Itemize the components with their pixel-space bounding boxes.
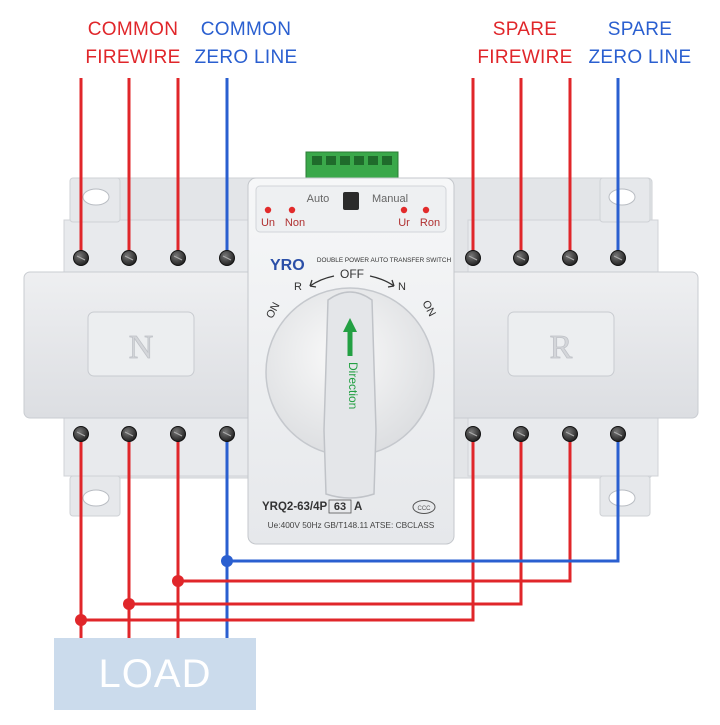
indicator-un-label: Un [261, 217, 275, 229]
load-box: LOAD [54, 638, 256, 710]
wire-bus-4 [227, 434, 620, 563]
model-label: YRQ2-63/4P [262, 501, 328, 513]
wire-bus-1 [81, 434, 475, 622]
terminal-screw-spare-top-4 [610, 250, 626, 266]
label-common-firewire: COMMON FIREWIRE [78, 16, 188, 72]
terminal-screw-common-bottom-3 [170, 426, 186, 442]
terminal-screw-spare-top-2 [513, 250, 529, 266]
wire-bus-2 [129, 434, 523, 606]
rating-unit: A [354, 501, 362, 513]
terminal-screw-common-top-4 [219, 250, 235, 266]
terminal-screw-common-bottom-2 [121, 426, 137, 442]
terminal-screw-spare-bottom-2 [513, 426, 529, 442]
mode-selector-switch[interactable] [343, 192, 359, 210]
label-spare-zero-line: SPARE ZERO LINE [582, 16, 698, 72]
dial-r-label: R [294, 281, 302, 293]
terminal-screws [73, 250, 626, 442]
terminal-screw-spare-top-1 [465, 250, 481, 266]
svg-text:CCC: CCC [418, 506, 432, 512]
spec-label: Ue:400V 50Hz GB/T148.11 ATSE: CBCLASS [268, 520, 435, 530]
load-label: LOAD [98, 651, 212, 696]
dial-n-label: N [398, 281, 406, 293]
mode-auto-label: Auto [307, 193, 330, 205]
wire-junctions [75, 555, 233, 626]
wiring [79, 78, 620, 640]
terminal-screw-spare-bottom-4 [610, 426, 626, 442]
brand-logo: YRO [270, 257, 305, 274]
label-spare-firewire-line2: FIREWIRE [477, 47, 573, 68]
side-panel-right [507, 311, 615, 377]
rotary-handle[interactable] [323, 291, 377, 499]
indicator-ron-label: Ron [420, 217, 440, 229]
side-panel-left [87, 311, 195, 377]
terminal-screw-common-top-1 [73, 250, 89, 266]
transfer-switch-body: N R Auto Manual [23, 151, 699, 545]
label-common-firewire-line1: COMMON [87, 19, 179, 40]
label-spare-firewire: SPARE FIREWIRE [470, 16, 580, 72]
rating-box [328, 499, 352, 514]
rating-value: 63 [334, 501, 346, 513]
junction-dot-4 [221, 555, 233, 567]
dial-off-label: OFF [340, 267, 364, 281]
label-spare-zero-line-line1: SPARE [607, 19, 673, 40]
label-spare-zero-line-line2: ZERO LINE [588, 47, 692, 68]
label-common-firewire-line2: FIREWIRE [85, 47, 181, 68]
cert-mark-icon: CCC [412, 500, 436, 514]
label-spare-firewire-line1: SPARE [492, 19, 558, 40]
terminal-screw-common-top-3 [170, 250, 186, 266]
wire-bus-3 [178, 434, 572, 583]
device-title: DOUBLE POWER AUTO TRANSFER SWITCH [317, 257, 452, 264]
label-common-zero-line: COMMON ZERO LINE [186, 16, 306, 72]
direction-label: Direction [346, 362, 360, 409]
terminal-screw-common-top-2 [121, 250, 137, 266]
terminal-screw-common-bottom-4 [219, 426, 235, 442]
junction-dot-2 [123, 598, 135, 610]
junction-dot-3 [172, 575, 184, 587]
side-label-left: N [129, 329, 154, 366]
terminal-screw-common-bottom-1 [73, 426, 89, 442]
label-common-zero-line-line1: COMMON [200, 19, 292, 40]
side-label-right: R [550, 329, 573, 366]
label-common-zero-line-line2: ZERO LINE [194, 47, 298, 68]
indicator-non-label: Non [285, 217, 305, 229]
direction-arrow-icon [343, 318, 357, 356]
mode-manual-label: Manual [372, 193, 408, 205]
terminal-screw-spare-top-3 [562, 250, 578, 266]
terminal-screw-spare-bottom-1 [465, 426, 481, 442]
dial-direction-arrows [309, 275, 395, 288]
terminal-screw-spare-bottom-3 [562, 426, 578, 442]
control-terminal-block [305, 151, 399, 179]
junction-dot-1 [75, 614, 87, 626]
indicator-ur-label: Ur [398, 217, 410, 229]
indicator-leds [264, 206, 430, 214]
mounting-holes [82, 188, 636, 507]
